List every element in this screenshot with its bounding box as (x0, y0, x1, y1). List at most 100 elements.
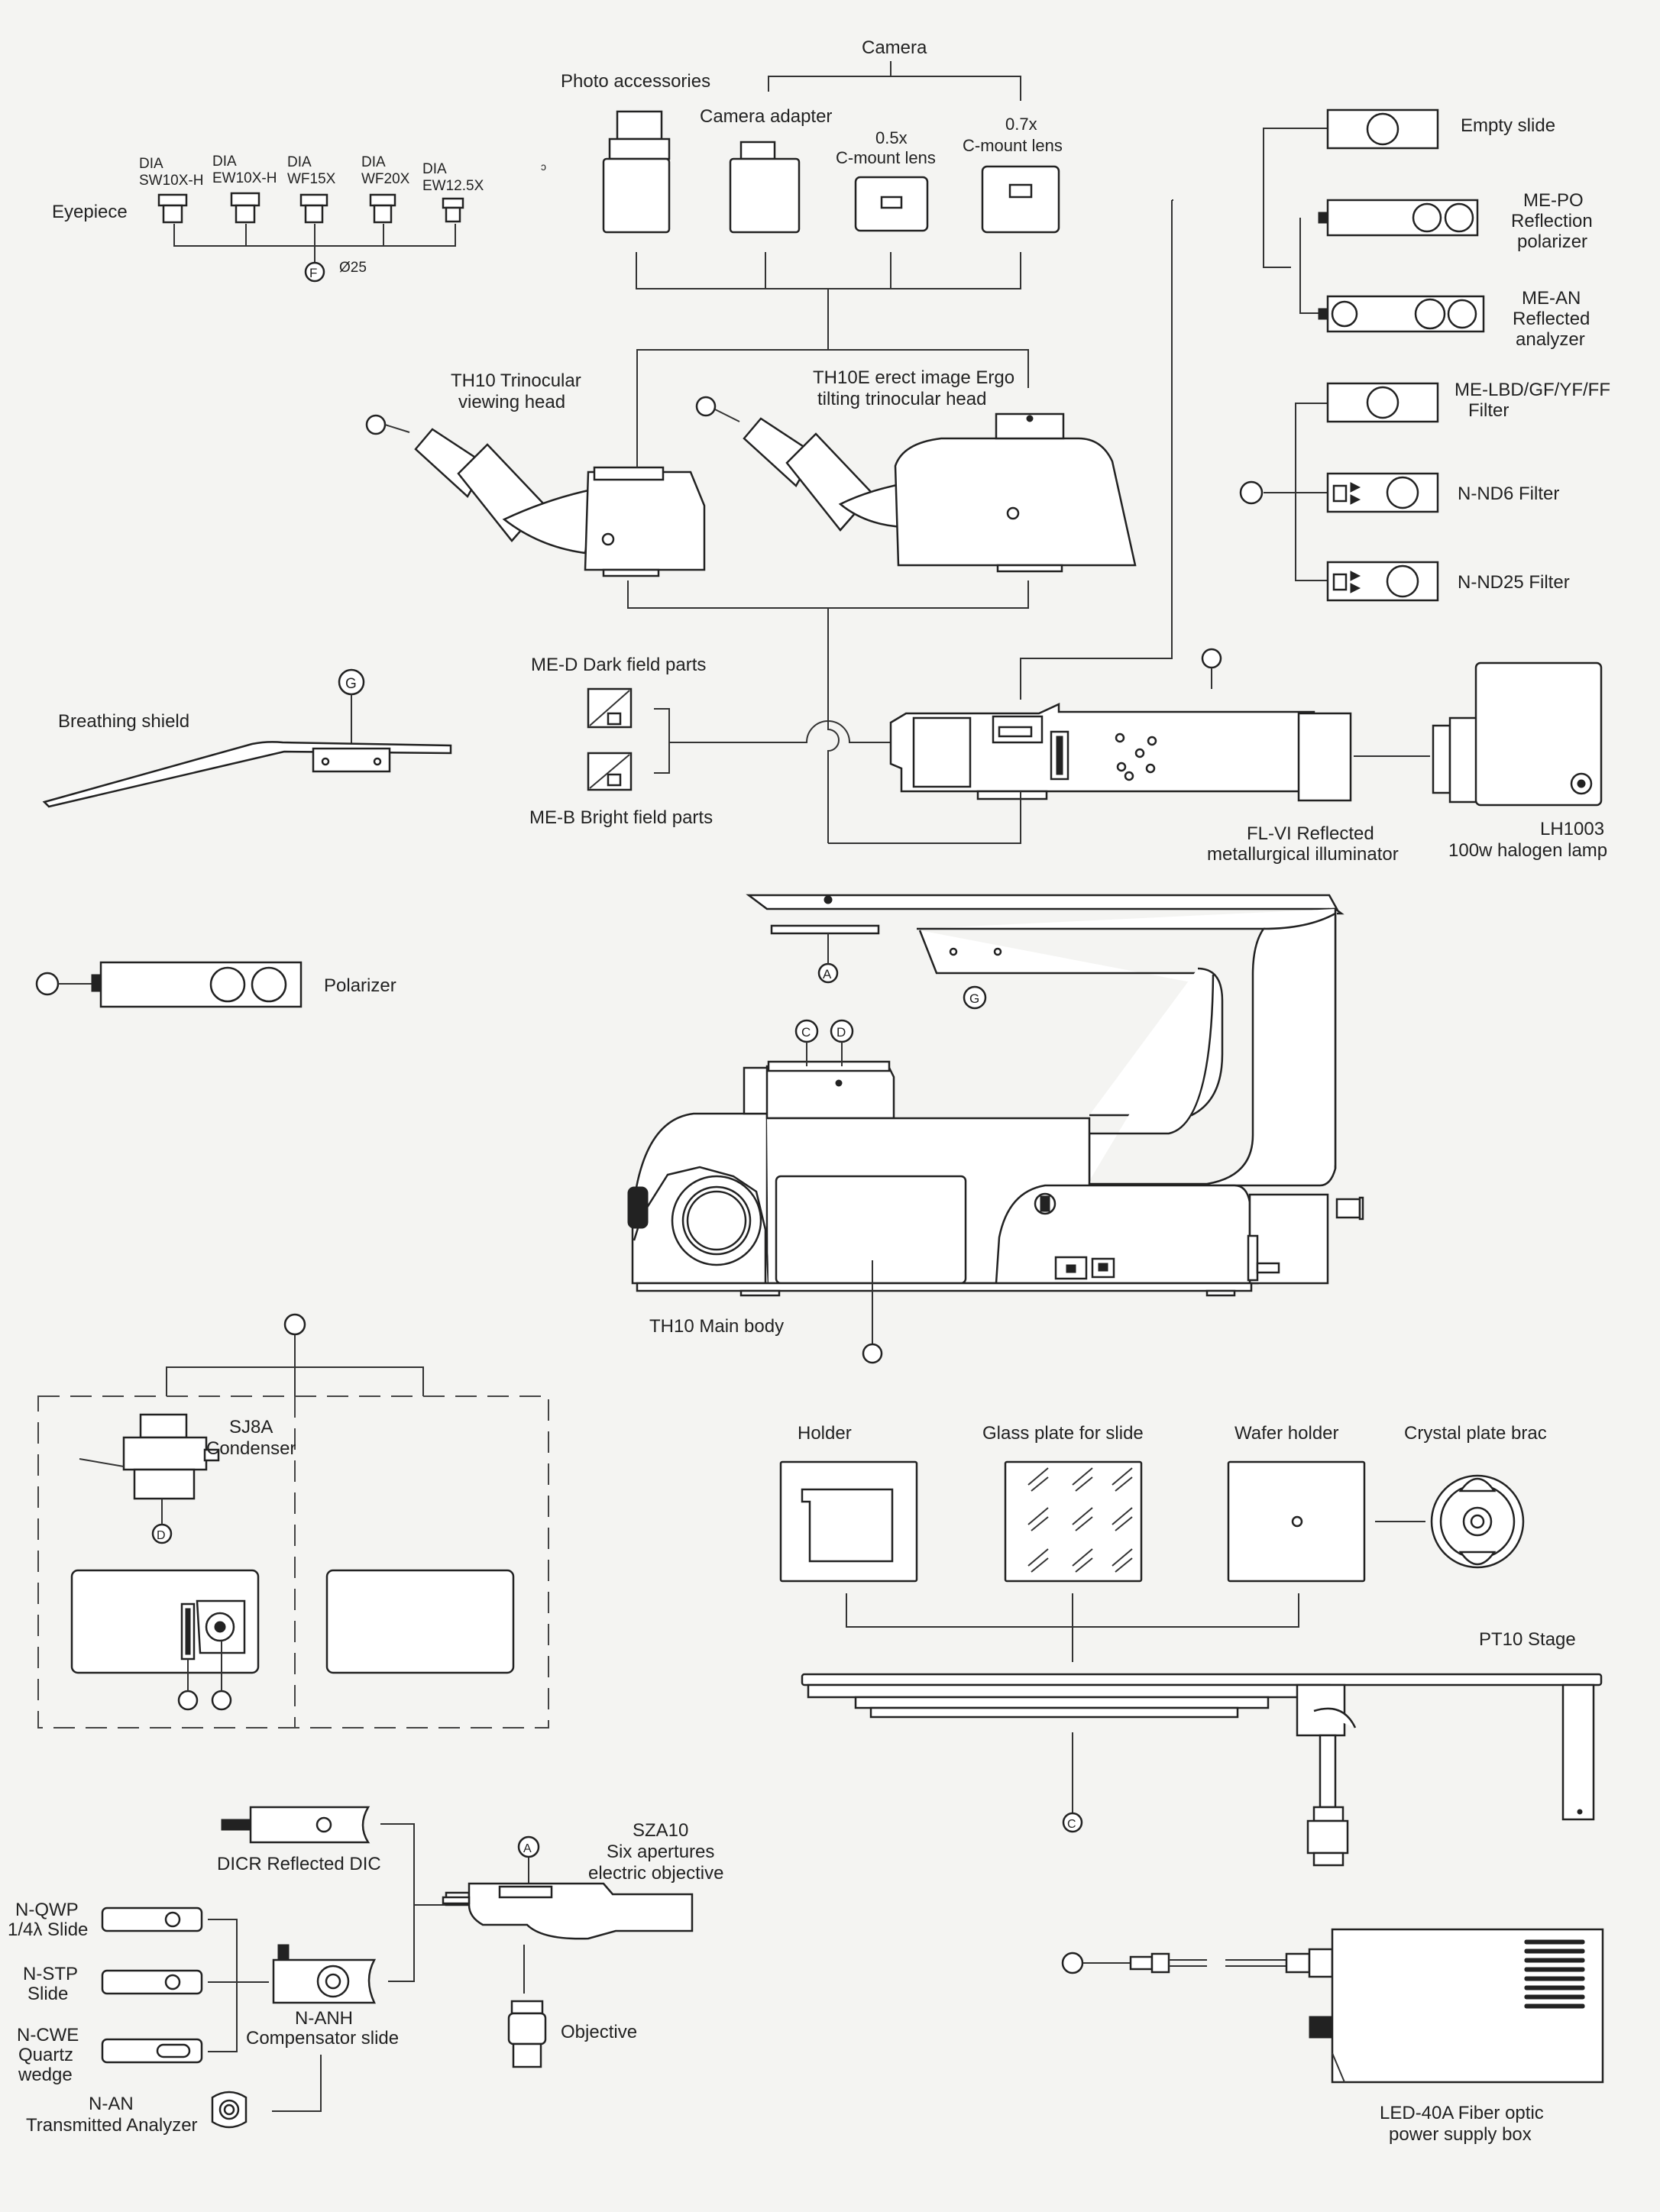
svg-text:Empty slide: Empty slide (1461, 115, 1555, 136)
svg-text:100w halogen lamp: 100w halogen lamp (1448, 840, 1607, 861)
svg-text:TH10 Trinocular: TH10 Trinocular (451, 370, 581, 391)
svg-text:LH1003: LH1003 (1540, 819, 1604, 839)
svg-text:G: G (969, 991, 979, 1006)
main-body-marker (862, 1343, 883, 1364)
svg-text:DIA: DIA (212, 154, 237, 170)
svg-text:N-CWE: N-CWE (17, 2025, 79, 2045)
svg-text:metallurgical illuminator: metallurgical illuminator (1207, 844, 1399, 865)
svg-text:Quartz: Quartz (18, 2045, 73, 2065)
pt10-stage-group: PT10 Stage C (801, 1629, 1603, 1867)
svg-text:0.7x: 0.7x (1005, 115, 1037, 134)
svg-text:SZA10: SZA10 (633, 1820, 688, 1841)
svg-text:C-mount lens: C-mount lens (836, 148, 936, 167)
eyepiece-item-3: DIA WF15X (287, 154, 336, 224)
glass-plate (1004, 1460, 1143, 1583)
svg-text:Polarizer: Polarizer (324, 975, 396, 996)
photo-accessories-group: Photo accessories Camera Camera adapter … (541, 37, 1063, 350)
svg-text:WF20X: WF20X (361, 171, 410, 187)
svg-text:N-ANH: N-ANH (295, 2008, 353, 2029)
led-marker (1061, 1952, 1084, 1974)
svg-text:Condenser: Condenser (206, 1438, 296, 1459)
svg-text:D: D (836, 1025, 846, 1040)
eyepiece-item-2: DIA EW10X-H (212, 154, 277, 224)
svg-text:DIA: DIA (422, 161, 447, 177)
svg-text:DIA: DIA (287, 154, 312, 170)
svg-text:PT10 Stage: PT10 Stage (1479, 1629, 1576, 1650)
condenser-group: D SJ8A Condenser (37, 1313, 549, 1729)
mount-f-marker (304, 261, 325, 283)
svg-text:F: F (309, 266, 317, 280)
svg-text:wedge: wedge (18, 2065, 73, 2085)
svg-text:electric objective: electric objective (588, 1863, 723, 1884)
svg-text:Slide: Slide (28, 1984, 68, 2004)
svg-text:Filter: Filter (1468, 400, 1509, 421)
svg-text:DICR Reflected DIC: DICR Reflected DIC (217, 1854, 381, 1874)
th10-head-group: TH10 Trinocular viewing head (365, 349, 1029, 577)
svg-text:SJ8A: SJ8A (229, 1417, 273, 1437)
svg-text:DIA: DIA (139, 156, 163, 172)
svg-text:WF15X: WF15X (287, 171, 336, 187)
camera-adapter-label: Camera adapter (700, 106, 832, 127)
dark-field-label: ME-D Dark field parts (531, 655, 706, 675)
svg-text:Six apertures: Six apertures (607, 1842, 714, 1862)
svg-text:viewing head: viewing head (458, 392, 565, 412)
svg-text:LED-40A Fiber optic: LED-40A Fiber optic (1380, 2103, 1544, 2123)
svg-text:polarizer: polarizer (1517, 231, 1587, 252)
svg-text:A: A (823, 967, 832, 981)
illuminator-group: FL-VI Reflected metallurgical illuminato… (828, 199, 1607, 865)
breathing-shield (42, 741, 452, 808)
svg-text:ME-AN: ME-AN (1522, 288, 1581, 309)
eyepiece-label: Eyepiece (52, 202, 128, 222)
svg-text:Wafer holder: Wafer holder (1234, 1423, 1339, 1444)
svg-text:tilting trinocular head: tilting trinocular head (817, 389, 986, 409)
svg-text:C-mount lens: C-mount lens (963, 136, 1063, 155)
polarizer-group: Polarizer (35, 961, 396, 1008)
led-vent-grille (1524, 1939, 1585, 2009)
svg-text:Holder: Holder (798, 1423, 852, 1444)
illuminator-marker (1201, 648, 1222, 669)
svg-text:ME-PO: ME-PO (1523, 190, 1584, 211)
eyepiece-group: Eyepiece DIA SW10X-H DIA EW10X-H DIA WF1… (52, 154, 484, 283)
sza-a-marker (517, 1835, 540, 1858)
led-group: LED-40A Fiber optic power supply box (1061, 1928, 1604, 2145)
main-body-group: A G C D (627, 894, 1364, 1364)
dic-group: DICR Reflected DIC N-QWP 1/4λ Slide N-ST… (8, 1806, 469, 2136)
breathing-shield-group: Breathing shield G (42, 668, 452, 808)
camera-adapter (729, 157, 801, 234)
mount-size-label: Ø25 (339, 260, 367, 276)
svg-text:C: C (1067, 1818, 1076, 1831)
stage-c-marker (1062, 1812, 1083, 1833)
svg-text:Reflected: Reflected (1513, 309, 1590, 329)
svg-text:Crystal plate brac: Crystal plate brac (1404, 1423, 1547, 1444)
stage-top-plate (801, 1673, 1603, 1686)
svg-text:N-AN: N-AN (89, 2094, 134, 2114)
condenser-marker (283, 1313, 306, 1336)
svg-text:N-STP: N-STP (23, 1964, 78, 1984)
stage-accessories-group: Holder Glass plate for slide Wafer holde… (779, 1423, 1547, 1662)
right-slides-group: Empty slide ME-PO Reflection polarizer M… (1239, 108, 1610, 602)
svg-text:ME-LBD/GF/YF/FF: ME-LBD/GF/YF/FF (1455, 380, 1610, 400)
svg-text:SW10X-H: SW10X-H (139, 173, 203, 189)
g-marker (963, 985, 987, 1010)
svg-text:D: D (157, 1529, 166, 1542)
svg-text:FL-VI Reflected: FL-VI Reflected (1247, 823, 1374, 844)
photo-tube (616, 110, 663, 141)
condenser-plate-right (325, 1569, 515, 1674)
objective (507, 2012, 547, 2045)
svg-text:power supply box: power supply box (1389, 2124, 1532, 2145)
svg-text:DIA: DIA (361, 154, 386, 170)
svg-text:Breathing shield: Breathing shield (58, 711, 189, 732)
dicr-slide (249, 1806, 371, 1844)
svg-text:Reflection: Reflection (1511, 211, 1593, 231)
svg-text:TH10 Main body: TH10 Main body (649, 1316, 784, 1337)
svg-text:N-ND25 Filter: N-ND25 Filter (1458, 572, 1570, 593)
lh1003-lamp (1474, 661, 1603, 807)
svg-text:Transmitted Analyzer: Transmitted Analyzer (26, 2115, 198, 2136)
svg-text:Objective: Objective (561, 2022, 637, 2042)
svg-text:0.5x: 0.5x (875, 128, 908, 147)
svg-text:Compensator slide: Compensator slide (246, 2028, 399, 2049)
svg-text:N-QWP: N-QWP (15, 1900, 79, 1920)
lens-07x (981, 165, 1060, 234)
